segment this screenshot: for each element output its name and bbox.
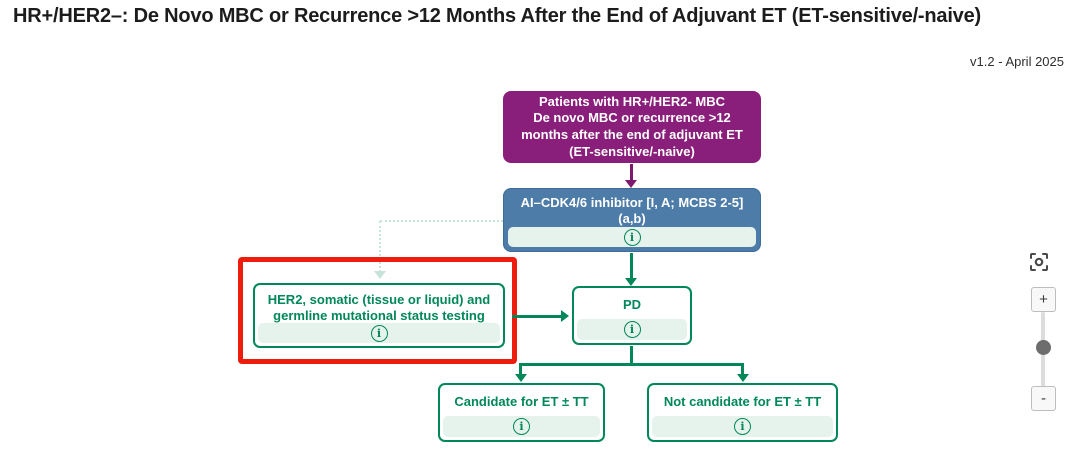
node-pd-footer: i (577, 319, 687, 340)
node-pd[interactable]: PD i (572, 286, 692, 345)
arrowhead-patients-treatment (625, 180, 637, 188)
node-testing-label: HER2, somatic (tissue or liquid) and ger… (267, 292, 491, 324)
node-patients[interactable]: Patients with HR+/HER2- MBC De novo MBC … (503, 91, 761, 163)
connector-pd-split (630, 346, 633, 366)
node-patients-line2: De novo MBC or recurrence >12 months aft… (521, 110, 743, 159)
zoom-slider-handle[interactable] (1036, 340, 1051, 355)
connector-split-left (519, 363, 522, 375)
node-not-candidate[interactable]: Not candidate for ET ± TT i (647, 383, 838, 442)
reset-zoom-icon[interactable] (1029, 252, 1049, 272)
info-icon[interactable]: i (734, 418, 751, 435)
node-pd-label: PD (622, 297, 642, 312)
node-treatment-footer: i (508, 227, 756, 247)
connector-treatment-testing-v (379, 221, 381, 272)
arrowhead-treatment-pd (625, 278, 637, 286)
connector-treatment-pd (630, 253, 633, 279)
node-treatment-line2: (a,b) (618, 211, 646, 227)
info-icon[interactable]: i (623, 228, 641, 246)
connector-treatment-testing-h (380, 220, 503, 222)
connector-split-right (741, 363, 744, 375)
node-treatment[interactable]: AI–CDK4/6 inhibitor [I, A; MCBS 2-5] (a,… (503, 188, 761, 252)
node-treatment-line1: AI–CDK4/6 inhibitor [I, A; MCBS 2-5] (520, 195, 744, 210)
arrowhead-testing-pd (561, 310, 569, 322)
connector-testing-pd (512, 315, 562, 318)
node-testing[interactable]: HER2, somatic (tissue or liquid) and ger… (253, 283, 505, 348)
arrowhead-split-right (737, 374, 749, 382)
node-testing-footer: i (258, 323, 500, 343)
node-not-candidate-label: Not candidate for ET ± TT (663, 394, 822, 409)
node-candidate-label: Candidate for ET ± TT (454, 394, 589, 409)
node-patients-line1: Patients with HR+/HER2- MBC (539, 93, 725, 109)
node-candidate[interactable]: Candidate for ET ± TT i (438, 383, 605, 442)
arrowhead-treatment-testing (374, 271, 386, 279)
connector-patients-treatment (630, 164, 633, 181)
node-not-candidate-footer: i (652, 416, 833, 437)
info-icon[interactable]: i (370, 324, 388, 342)
page-title: HR+/HER2–: De Novo MBC or Recurrence >12… (13, 5, 981, 27)
info-icon[interactable]: i (513, 418, 530, 435)
zoom-out-button[interactable]: - (1031, 386, 1056, 411)
connector-split-horizontal (520, 363, 744, 366)
zoom-in-button[interactable]: + (1031, 287, 1056, 312)
node-candidate-footer: i (443, 416, 600, 437)
arrowhead-split-left (515, 374, 527, 382)
version-label: v1.2 - April 2025 (970, 54, 1064, 69)
info-icon[interactable]: i (623, 321, 641, 338)
